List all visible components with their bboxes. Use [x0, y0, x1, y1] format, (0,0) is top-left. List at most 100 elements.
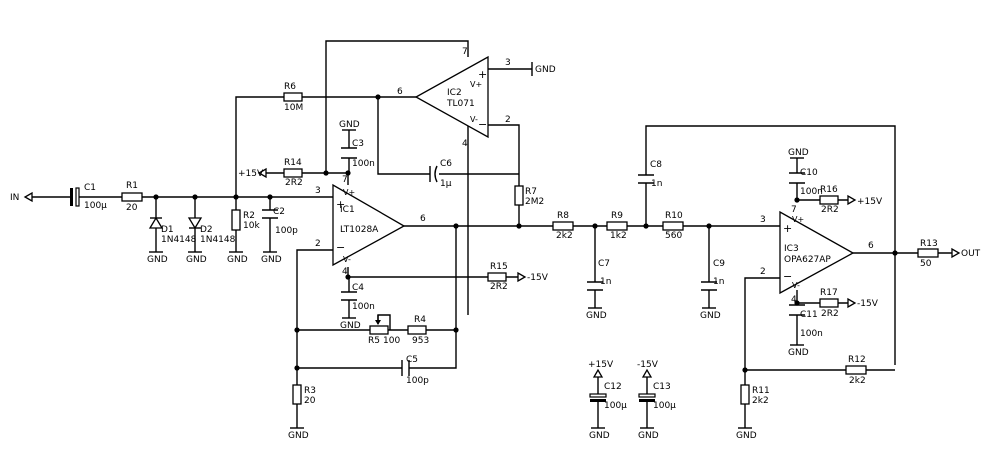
svg-text:D2: D2	[200, 225, 213, 235]
svg-text:V-: V-	[792, 281, 800, 290]
ic3-pin2: 2	[760, 267, 766, 277]
resistor-r17: R17 2R2	[819, 288, 839, 319]
capacitor-c4: C4 100n	[341, 283, 375, 312]
capacitor-c6: C6 1µ	[429, 159, 452, 189]
svg-text:GND: GND	[788, 148, 809, 158]
gnd-r11-ground-icon: GND	[736, 427, 757, 441]
svg-text:C8: C8	[650, 160, 662, 170]
svg-text:2k2: 2k2	[752, 396, 769, 406]
resistor-r2: R2 10k	[231, 209, 260, 231]
ic2-pin2: 2	[505, 115, 511, 125]
ic3-pin3: 3	[760, 215, 766, 225]
capacitor-c3: C3 100n	[341, 139, 375, 169]
capacitor-c11: C11 100n	[789, 304, 823, 339]
capacitor-c9: C9 1n	[701, 259, 725, 291]
svg-text:R6: R6	[284, 82, 296, 92]
ic1-pin6: 6	[420, 214, 426, 224]
ic2-pin3: 3	[505, 58, 511, 68]
svg-text:R5: R5	[368, 336, 380, 346]
resistor-r1: R1 20	[121, 181, 143, 213]
svg-text:GND: GND	[589, 431, 610, 441]
gnd-c10-ground-icon: GND	[788, 148, 809, 159]
svg-text:V+: V+	[343, 188, 355, 197]
svg-text:−: −	[336, 241, 345, 254]
svg-text:GND: GND	[700, 311, 721, 321]
svg-text:+: +	[336, 198, 345, 211]
ic3-pin6: 6	[868, 241, 874, 251]
svg-text:C7: C7	[598, 259, 610, 269]
svg-text:2R2: 2R2	[285, 178, 303, 188]
svg-text:GND: GND	[288, 431, 309, 441]
resistor-r16: R16 2R2	[819, 185, 839, 215]
ic2-pin7: 7	[462, 47, 468, 57]
capacitor-c7: C7 1n	[587, 259, 611, 291]
svg-text:10M: 10M	[284, 103, 303, 113]
electrolytic-capacitor-c13: C13 100µ	[638, 382, 676, 411]
svg-text:1n: 1n	[713, 277, 724, 287]
neg-rail-flag-r15: -15V	[517, 271, 549, 283]
resistor-r10: R10 560	[662, 211, 684, 241]
svg-text:-15V: -15V	[637, 360, 659, 370]
svg-text:560: 560	[665, 231, 682, 241]
svg-text:C1: C1	[84, 183, 96, 193]
neg-rail-flag-r17: -15V	[847, 297, 879, 309]
svg-text:+15V: +15V	[857, 197, 883, 207]
ic3-opamp: IC3 OPA627AP + − V+ V- 3 2 7 4 6	[760, 205, 874, 305]
ic1-pin2: 2	[315, 239, 321, 249]
svg-text:R8: R8	[557, 211, 569, 221]
ic2-pin4: 4	[462, 139, 468, 149]
ic1-value: LT1028A	[340, 225, 379, 235]
capacitor-c2: C2 100p	[262, 207, 298, 236]
svg-text:GND: GND	[339, 120, 360, 130]
ic2-value: TL071	[446, 99, 475, 109]
svg-text:1µ: 1µ	[440, 179, 452, 189]
svg-text:R7: R7	[525, 187, 537, 197]
svg-text:+: +	[478, 68, 487, 81]
svg-text:100: 100	[383, 336, 400, 346]
svg-text:100n: 100n	[352, 159, 375, 169]
capacitor-c10: C10 100n	[789, 168, 823, 197]
wires	[32, 40, 952, 428]
svg-text:-15V: -15V	[527, 273, 549, 283]
svg-text:GND: GND	[261, 255, 282, 265]
svg-text:100p: 100p	[406, 376, 429, 386]
ic1-pin7: 7	[342, 175, 348, 185]
svg-text:1N4148: 1N4148	[161, 235, 197, 245]
svg-text:100µ: 100µ	[84, 201, 107, 211]
resistor-r13: R13 50	[917, 239, 939, 269]
svg-text:−: −	[478, 118, 487, 131]
neg-rail-flag-c13: -15V	[637, 360, 659, 378]
svg-text:100µ: 100µ	[604, 401, 627, 411]
resistor-r3: R3 20	[292, 384, 316, 406]
svg-text:R2: R2	[243, 211, 255, 221]
resistor-r9: R9 1k2	[606, 211, 628, 241]
output-port: OUT	[951, 247, 981, 259]
ic2-opamp: IC2 TL071 + − V+ V- 3 2 7 4 6	[397, 47, 511, 149]
input-label: IN	[10, 193, 19, 203]
svg-text:GND: GND	[147, 255, 168, 265]
svg-text:V-: V-	[343, 255, 351, 264]
ic2-pin6: 6	[397, 87, 403, 97]
power-flags: +15V -15V +15V -15V +15V -15V	[238, 167, 883, 378]
svg-text:R13: R13	[920, 239, 938, 249]
svg-text:2R2: 2R2	[821, 309, 839, 319]
gnd-c9-ground-icon: GND	[700, 307, 721, 321]
pos-rail-flag-r14: +15V	[238, 167, 267, 179]
svg-text:GND: GND	[186, 255, 207, 265]
svg-text:20: 20	[126, 203, 138, 213]
svg-text:100n: 100n	[352, 302, 375, 312]
svg-text:V+: V+	[470, 80, 482, 89]
svg-text:−: −	[783, 270, 792, 283]
gnd-c11-ground-icon: GND	[788, 344, 809, 358]
resistor-r4: R4 953	[407, 315, 429, 346]
svg-text:C2: C2	[273, 207, 285, 217]
svg-text:R11: R11	[752, 386, 770, 396]
gnd-c12-ground-icon: GND	[589, 427, 610, 441]
gnd-c7-ground-icon: GND	[586, 307, 607, 321]
svg-text:C13: C13	[653, 382, 671, 392]
diode-d1: D1 1N4148	[148, 216, 197, 245]
electrolytic-capacitor-c12: C12 100µ	[589, 382, 627, 411]
svg-text:GND: GND	[227, 255, 248, 265]
gnd-d1-ground-icon: GND	[147, 251, 168, 265]
